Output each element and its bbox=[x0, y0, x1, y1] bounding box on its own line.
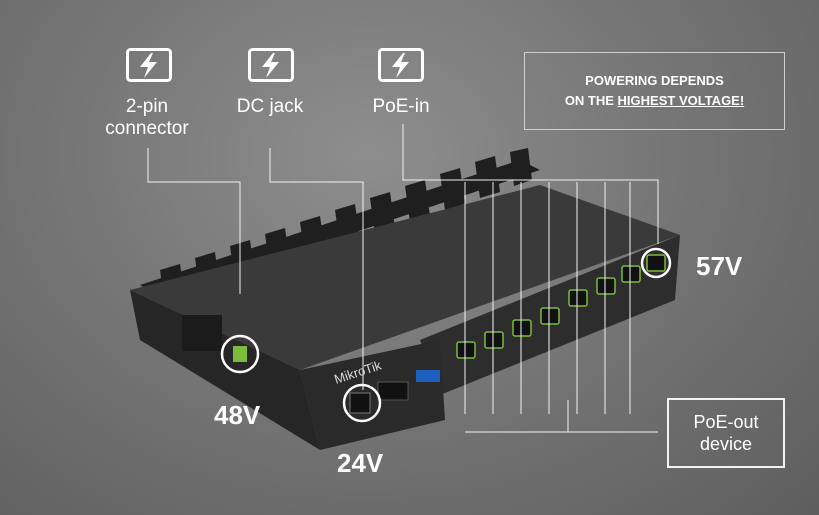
port bbox=[646, 254, 666, 272]
poe-out-line: PoE-out bbox=[693, 412, 759, 432]
power-bolt-icon bbox=[248, 48, 294, 82]
router-top bbox=[130, 185, 680, 370]
dc-jack-label: DC jack bbox=[220, 96, 320, 118]
connection-lines bbox=[147, 124, 659, 433]
port bbox=[568, 289, 588, 307]
port bbox=[621, 265, 641, 283]
poe-in-label: PoE-in bbox=[356, 96, 446, 118]
dc-jack-highlight bbox=[342, 383, 382, 423]
two-pin-connector bbox=[233, 346, 247, 362]
power-bolt-icon bbox=[378, 48, 424, 82]
sfp-port bbox=[377, 381, 409, 401]
poe-in-voltage: 57V bbox=[696, 251, 743, 281]
usb-port bbox=[416, 370, 440, 382]
router-front-right bbox=[300, 340, 445, 450]
notice-box: POWERING DEPENDS ON THE HIGHEST VOLTAGE! bbox=[524, 52, 785, 130]
notice-line: ON THE HIGHEST VOLTAGE! bbox=[565, 91, 744, 111]
notice-prefix: ON THE bbox=[564, 93, 618, 108]
side-bracket bbox=[182, 315, 222, 351]
poe-out-line: device bbox=[699, 434, 753, 454]
label-line: PoE-in bbox=[372, 96, 430, 117]
label-line: 2-pin bbox=[125, 96, 169, 117]
two-pin-voltage: 48V bbox=[214, 400, 261, 430]
dc-jack bbox=[349, 392, 371, 414]
label-line: connector bbox=[105, 118, 189, 139]
port bbox=[596, 277, 616, 295]
port bbox=[512, 319, 532, 337]
port bbox=[456, 341, 476, 359]
two-pin-highlight bbox=[220, 334, 260, 374]
ethernet-ports bbox=[456, 254, 666, 359]
poe-out-device-box: PoE-out device bbox=[667, 398, 785, 468]
router-front bbox=[130, 290, 320, 450]
port bbox=[540, 307, 560, 325]
label-line: DC jack bbox=[236, 96, 304, 117]
two-pin-connector-label: 2-pin connector bbox=[92, 96, 202, 140]
poe-in-highlight bbox=[640, 247, 672, 279]
notice-emphasis: HIGHEST VOLTAGE! bbox=[617, 93, 745, 108]
port bbox=[484, 331, 504, 349]
dc-jack-voltage: 24V bbox=[337, 448, 384, 478]
notice-line: POWERING DEPENDS bbox=[585, 73, 724, 88]
power-bolt-icon bbox=[126, 48, 172, 82]
